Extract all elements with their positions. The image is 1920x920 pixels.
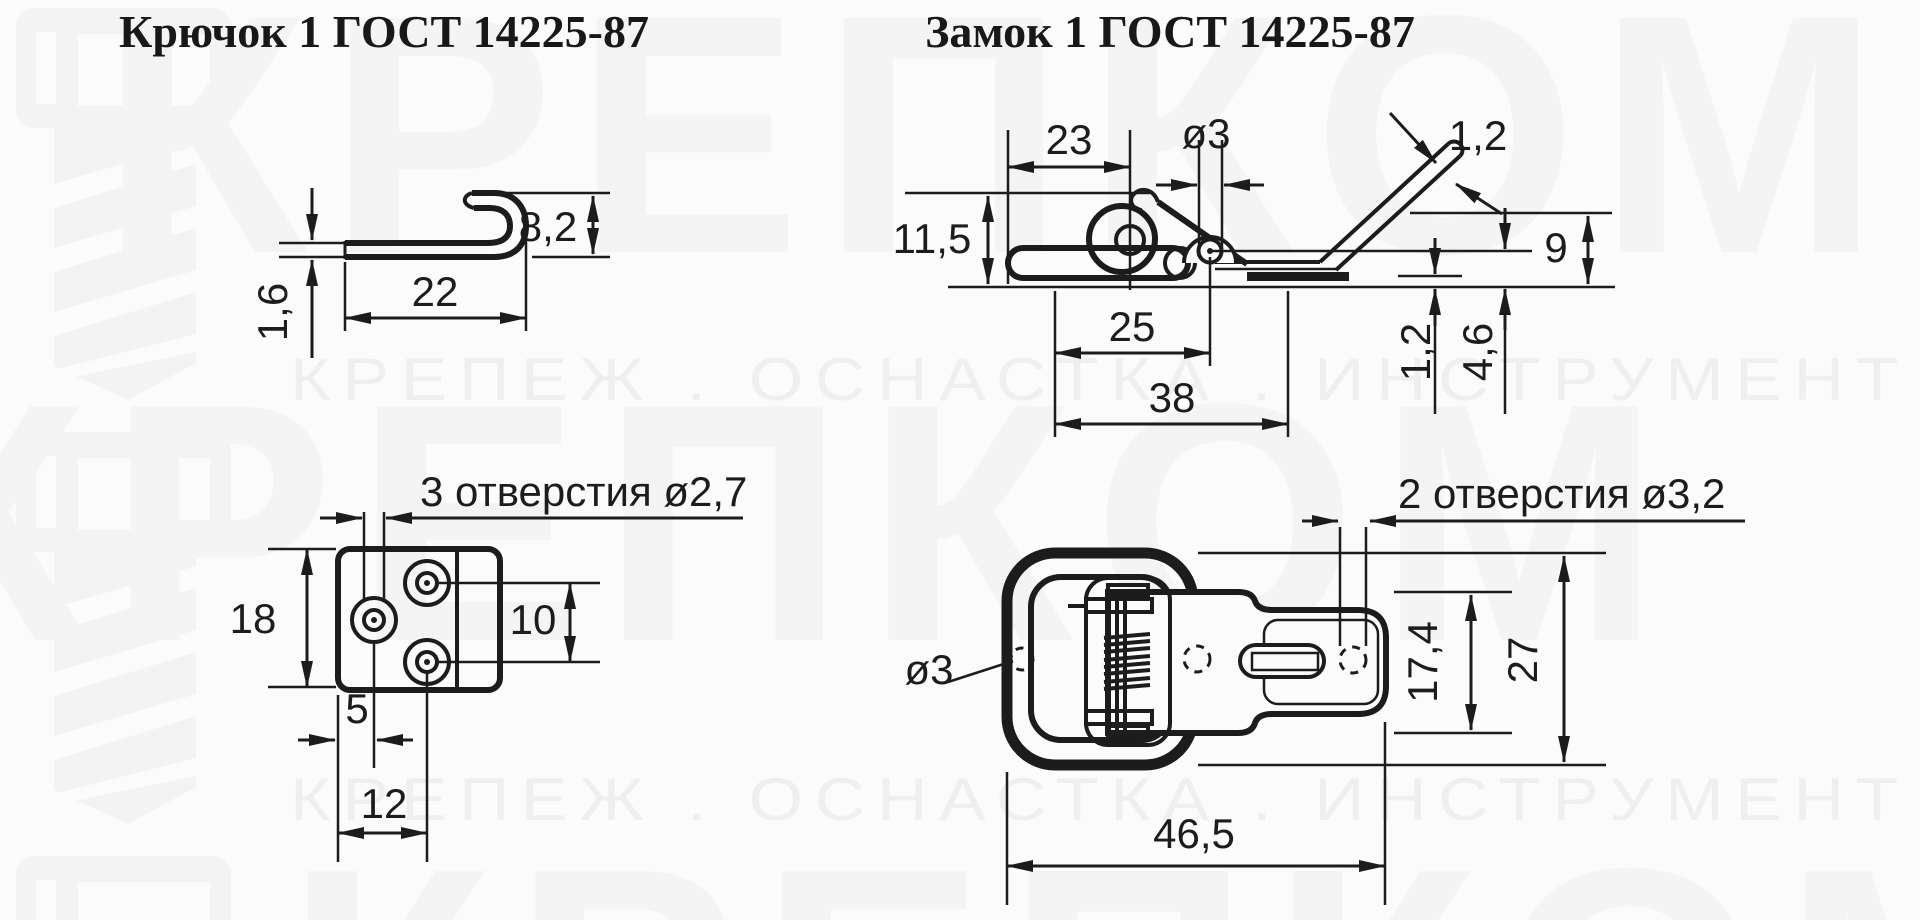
lock-side-view: 23 ø3 1,2 11,5 9 25 38 1,2 — [893, 110, 1615, 437]
lock-title: Замок 1 ГОСТ 14225-87 — [925, 6, 1415, 57]
dim-hole-pitch: 10 — [510, 596, 557, 643]
dim-hole-center-height: 4,6 — [1454, 323, 1501, 381]
hook-title: Крючок 1 ГОСТ 14225-87 — [119, 6, 649, 57]
dim-hook-thickness: 1,6 — [249, 283, 296, 341]
dim-lever-end-height: 9 — [1544, 224, 1567, 271]
lock-holes-callout: 2 отверстия ø3,2 — [1398, 470, 1725, 517]
dim-base-length: 38 — [1149, 374, 1196, 421]
dim-hole-diameter: ø3 — [1181, 110, 1230, 157]
dim-edge-to-pair-holes: 12 — [361, 780, 408, 827]
lock-top-view: ø3 2 отверстия ø3,2 17,4 27 46,5 — [904, 470, 1745, 905]
dim-lever-thickness: 1,2 — [1449, 112, 1507, 159]
dim-hook-height: 8,2 — [519, 203, 577, 250]
tagline-watermark: КРЕПЕЖ . ОСНАСТКА . ИНСТРУМЕНТ — [290, 346, 1910, 413]
dim-overall-width: 27 — [1499, 637, 1546, 684]
dim-overall-length: 46,5 — [1153, 810, 1235, 857]
hook-holes-callout: 3 отверстия ø2,7 — [420, 468, 747, 515]
dim-edge-to-first-hole: 5 — [345, 685, 368, 732]
hook-top-view: 3 отверстия ø2,7 18 10 5 12 — [230, 468, 747, 862]
dim-hook-reach: 23 — [1046, 116, 1093, 163]
spring-mechanism — [1068, 576, 1172, 747]
dim-base-thickness: 1,2 — [1392, 323, 1439, 381]
dim-plate-width: 18 — [230, 595, 277, 642]
screw-watermark-icon — [16, 856, 231, 920]
dim-hook-length: 22 — [412, 268, 459, 315]
dim-plate-width: 17,4 — [1399, 621, 1446, 703]
hook-side-view: 8,2 22 1,6 — [249, 188, 610, 358]
brand-watermark: КРЕПКОМ — [285, 798, 1920, 920]
dim-bail-hole-diameter: ø3 — [904, 646, 953, 693]
dim-hole-offset: 25 — [1109, 303, 1156, 350]
dim-overall-height: 11,5 — [893, 215, 972, 262]
tagline-watermark: КРЕПЕЖ . ОСНАСТКА . ИНСТРУМЕНТ — [290, 766, 1910, 833]
